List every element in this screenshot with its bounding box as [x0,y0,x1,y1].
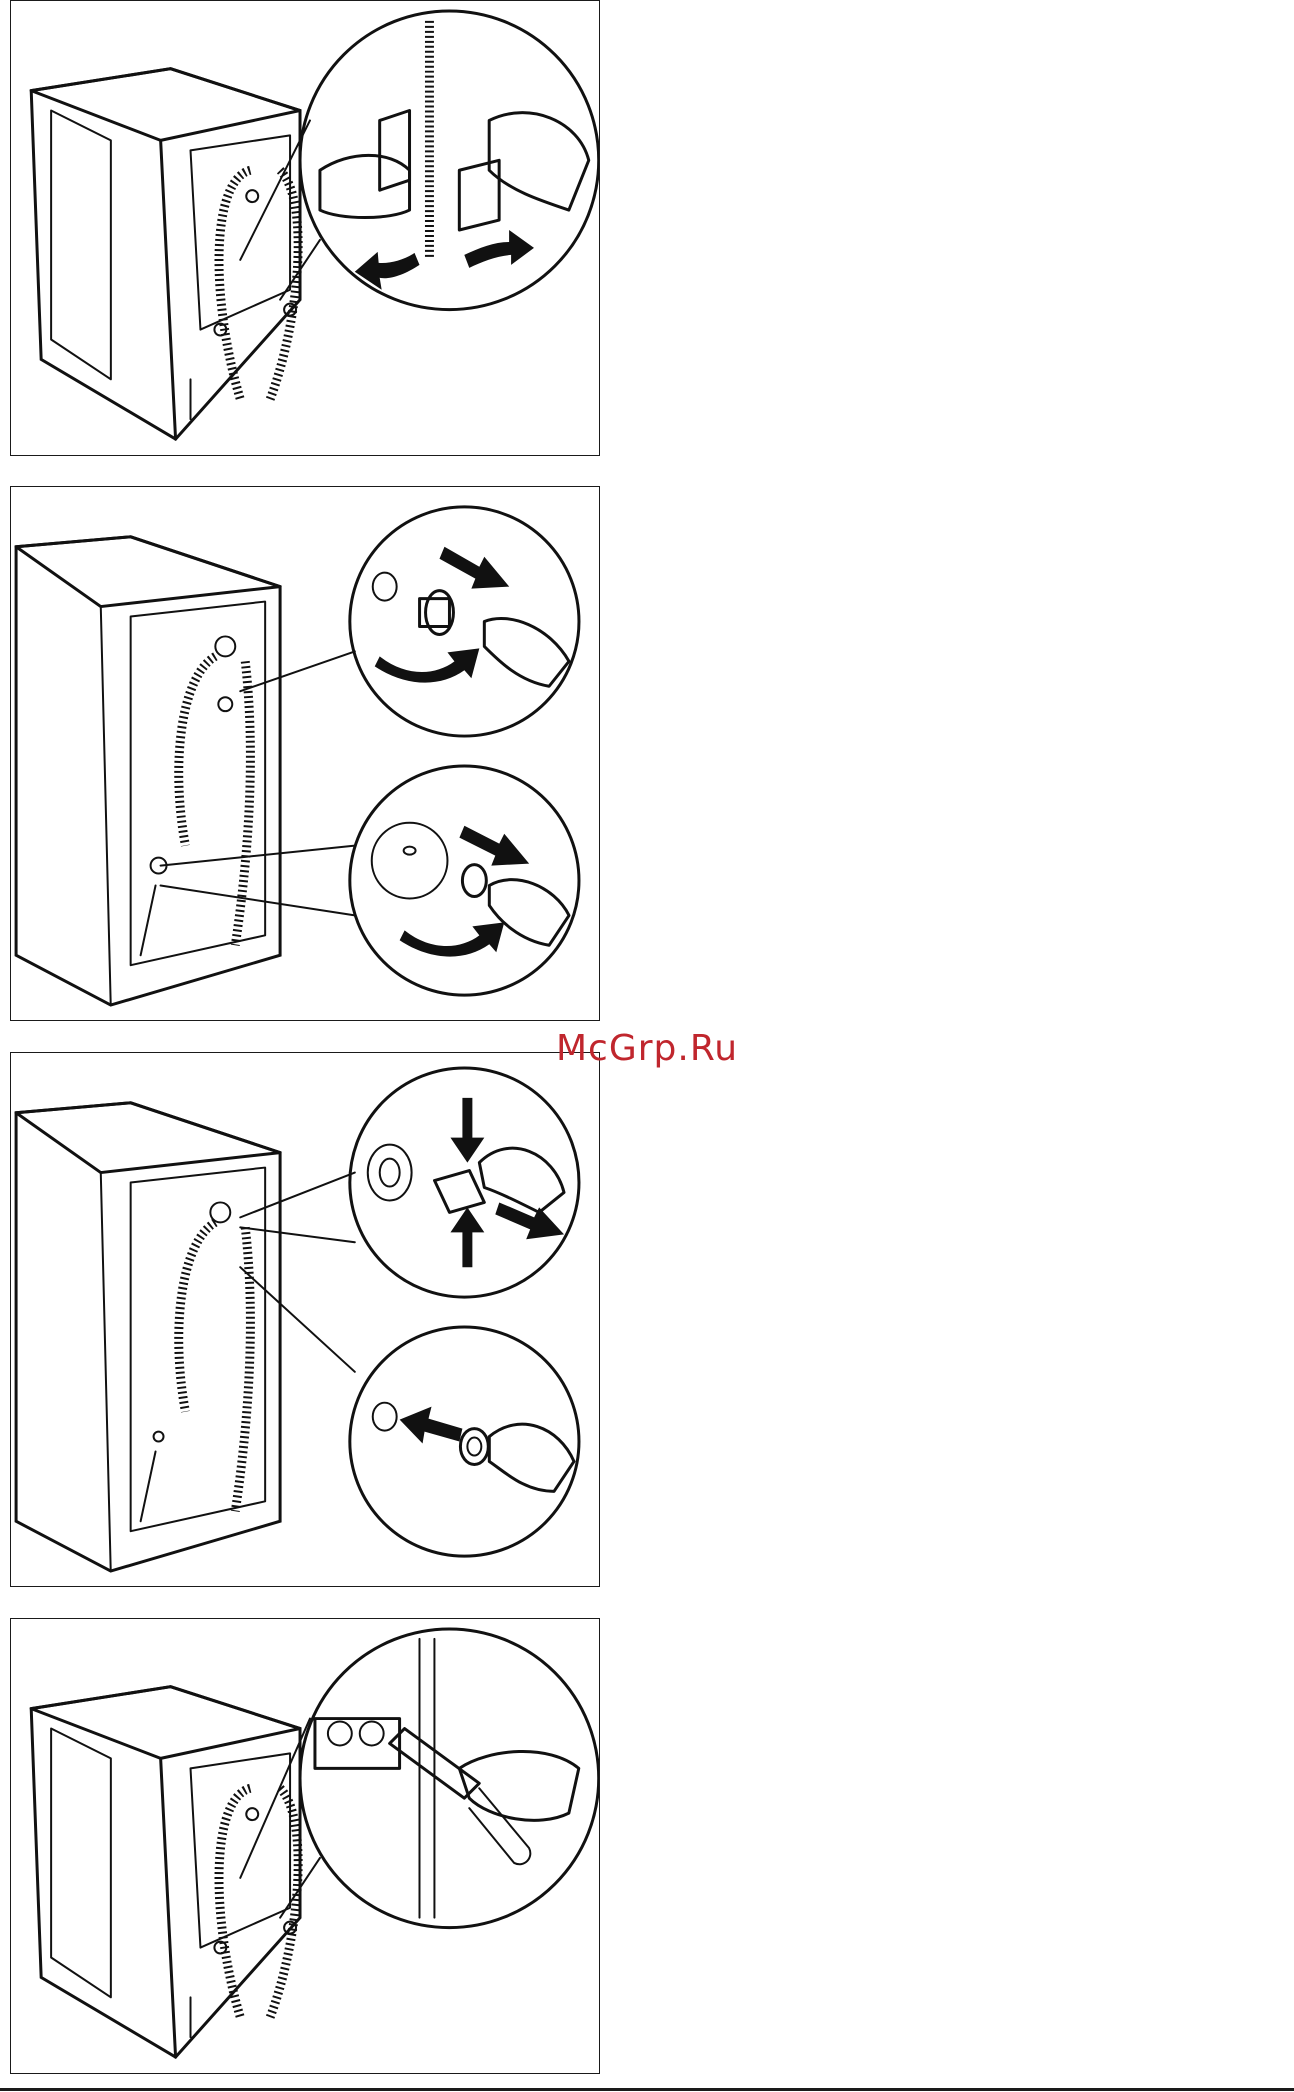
illustration-panel-2 [10,486,600,1021]
zoom-detail-top-bolt [240,507,579,736]
transit-bolts-illustration [11,487,599,1020]
illustration-panel-1 [10,0,600,456]
washing-machine-back [16,1103,280,1571]
spacers-and-caps-illustration [11,1053,599,1586]
washing-machine-back [31,1687,300,2057]
washing-machine-back [31,69,300,439]
washing-machine-back [16,537,280,1005]
illustration-panel-4 [10,1618,600,2074]
zoom-detail-spacer [240,1068,579,1297]
bottom-rule [0,2088,1294,2091]
zoom-detail-cap [240,1267,579,1556]
illustration-panel-3 [10,1052,600,1587]
washer-hose-clamp-illustration [11,1,599,455]
cut-holder-illustration [11,1619,599,2073]
watermark-text: McGrp.Ru [556,1028,738,1069]
